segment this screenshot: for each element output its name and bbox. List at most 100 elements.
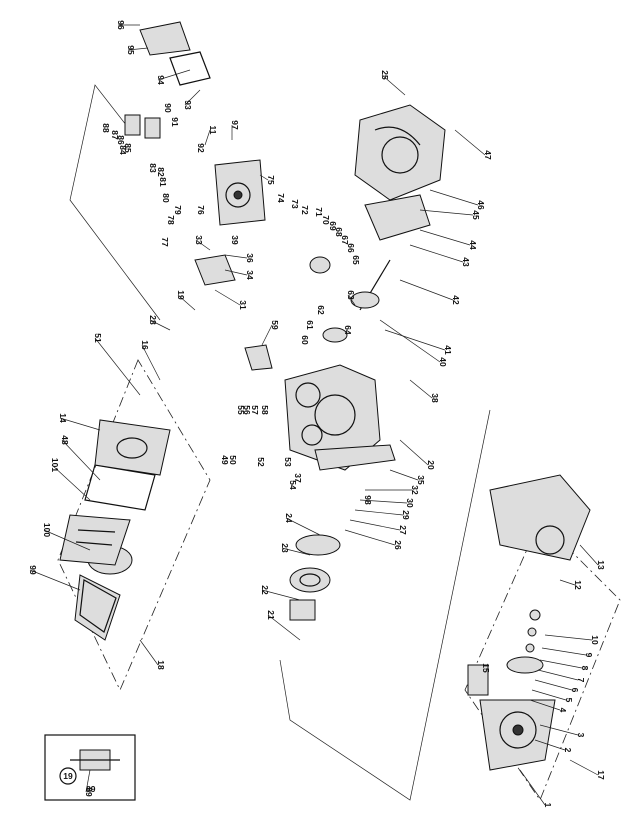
lead-line-10 [544, 634, 593, 641]
lead-line-43 [409, 244, 464, 263]
pulley [295, 534, 341, 556]
lead-line-24 [285, 517, 321, 536]
lead-line-29 [354, 509, 404, 516]
part-label-82: 82 [156, 167, 166, 177]
carburetor [244, 344, 273, 371]
part-label-29: 29 [401, 510, 411, 520]
inset-callout: 19 [63, 771, 73, 781]
recoil-handle [467, 664, 489, 696]
part-label-69: 69 [328, 221, 338, 231]
lead-line-20 [399, 439, 429, 466]
fan-housing [354, 104, 446, 201]
lead-line-6 [534, 679, 573, 691]
part-label-50: 50 [228, 455, 238, 465]
part-label-26: 26 [393, 540, 403, 550]
part-label-19: 19 [176, 290, 186, 300]
part-label-44: 44 [468, 240, 478, 250]
part-label-18: 18 [156, 660, 166, 670]
part-label-64: 64 [343, 325, 353, 335]
part-label-21: 21 [266, 610, 276, 620]
part-label-5: 5 [564, 698, 574, 703]
part-label-8: 8 [580, 666, 590, 671]
part-label-99: 99 [28, 565, 38, 575]
part-label-93: 93 [183, 100, 193, 110]
part-label-66: 66 [346, 243, 356, 253]
air-filter-base [94, 419, 171, 476]
lead-line-9 [541, 647, 587, 656]
part-label-16: 16 [140, 340, 150, 350]
part-label-32: 32 [410, 485, 420, 495]
valve-cover [139, 21, 191, 56]
part-label-49: 49 [220, 455, 230, 465]
lead-line-35 [389, 469, 419, 481]
lead-line-30 [359, 499, 408, 504]
part-label-87: 87 [110, 130, 120, 140]
lead-line-17 [569, 759, 599, 776]
part-label-14: 14 [58, 413, 68, 423]
lead-line-93 [184, 89, 201, 106]
part-label-79: 79 [173, 205, 183, 215]
part-label-58: 58 [260, 405, 270, 415]
part-label-67: 67 [340, 235, 350, 245]
inset-label: 89 [86, 784, 96, 794]
lead-line-75 [259, 174, 269, 181]
lead-line-41 [384, 329, 446, 351]
part-label-48: 48 [60, 435, 70, 445]
part-label-38: 38 [430, 393, 440, 403]
part-label-65: 65 [351, 255, 361, 265]
part-label-45: 45 [471, 210, 481, 220]
lead-line-19 [177, 294, 196, 311]
lead-line-94 [157, 69, 191, 81]
part-label-98: 98 [363, 495, 373, 505]
part-label-88: 88 [101, 123, 111, 133]
part-label-97: 97 [230, 120, 240, 130]
part-label-28: 28 [148, 315, 158, 325]
part-label-52: 52 [256, 457, 266, 467]
part-label-23: 23 [280, 543, 290, 553]
part-label-94: 94 [156, 75, 166, 85]
part-label-27: 27 [398, 525, 408, 535]
lead-line-16 [141, 344, 161, 381]
lead-line-99 [29, 569, 81, 591]
part-label-73: 73 [290, 199, 300, 209]
part-label-77: 77 [160, 237, 170, 247]
lead-line-14 [59, 417, 101, 431]
part-label-47: 47 [483, 150, 493, 160]
valve-cover-gasket [169, 51, 211, 86]
lead-line-3 [539, 724, 579, 736]
starter-cup [289, 599, 316, 621]
part-label-24: 24 [284, 513, 294, 523]
flywheel [289, 567, 331, 593]
part-label-57: 57 [250, 405, 260, 415]
part-label-31: 31 [238, 300, 248, 310]
part-label-20: 20 [426, 460, 436, 470]
lead-line-7 [537, 669, 579, 681]
part-label-12: 12 [573, 580, 583, 590]
lead-line-31 [214, 289, 241, 306]
part-label-63: 63 [346, 290, 356, 300]
lead-line-13 [579, 544, 599, 566]
lead-line-45 [419, 209, 474, 216]
lead-line-51 [94, 337, 141, 396]
part-label-7: 7 [576, 678, 586, 683]
part-label-40: 40 [438, 357, 448, 367]
lead-line-5 [531, 689, 567, 701]
part-label-59: 59 [270, 320, 280, 330]
lead-line-33 [195, 239, 211, 251]
part-label-86: 86 [116, 135, 126, 145]
part-label-11: 11 [208, 126, 218, 135]
cylinder-head [214, 159, 266, 226]
part-label-78: 78 [166, 215, 176, 225]
lead-line-4 [529, 699, 561, 711]
part-label-17: 17 [596, 770, 606, 780]
lead-line-100 [43, 529, 91, 551]
crankcase-cover [314, 444, 396, 471]
lead-line-27 [349, 519, 401, 531]
piston [309, 256, 331, 274]
recoil-housing [479, 699, 556, 771]
lead-line-8 [539, 659, 583, 669]
part-label-74: 74 [276, 193, 286, 203]
part-label-90: 90 [163, 103, 173, 113]
part-label-84: 84 [118, 145, 128, 155]
